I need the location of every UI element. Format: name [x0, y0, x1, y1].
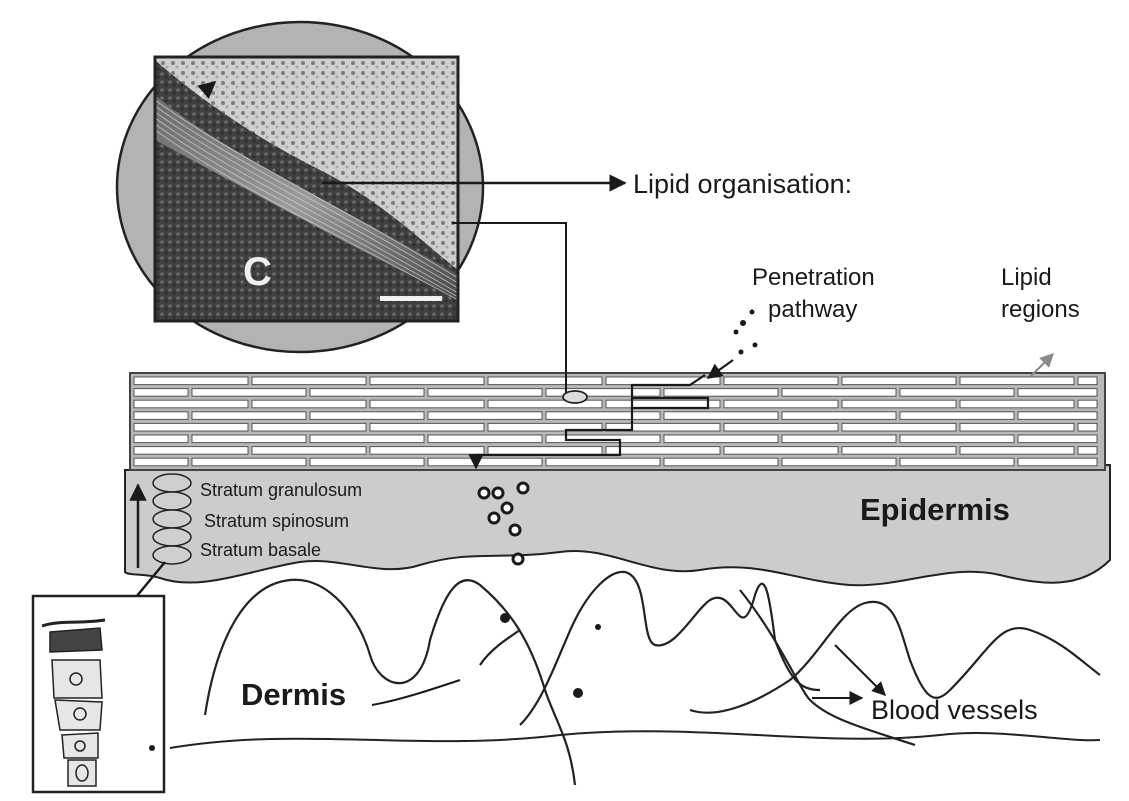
corneocyte-brick [428, 435, 542, 443]
corneocyte-brick [842, 423, 956, 431]
corneocyte-brick [664, 458, 778, 466]
penetration-pathway-label-line1: Penetration [752, 264, 875, 291]
cell-column-inset [33, 596, 164, 792]
corneocyte-brick [134, 400, 248, 408]
corneocyte-brick [192, 412, 306, 420]
corneocyte-brick [724, 423, 838, 431]
corneocyte-brick [1018, 435, 1097, 443]
corneocyte-brick [960, 447, 1074, 455]
corneocyte-brick [1078, 400, 1097, 408]
corneocyte-brick [488, 447, 602, 455]
corneocyte-brick [370, 447, 484, 455]
corneocyte-brick [428, 412, 542, 420]
corneocyte-brick [724, 377, 838, 385]
corneocyte-brick [546, 412, 660, 420]
corneocyte-brick [252, 400, 366, 408]
corneocyte-brick [606, 377, 720, 385]
penetration-pathway-label-line2: pathway [768, 296, 857, 323]
epidermis-label: Epidermis [860, 492, 1010, 527]
corneocyte-brick [724, 400, 838, 408]
corneocyte-brick [134, 435, 188, 443]
corneocyte-brick [842, 377, 956, 385]
corneocyte-brick [546, 458, 660, 466]
corneocyte-brick [664, 412, 778, 420]
dermis-label: Dermis [241, 677, 346, 712]
corneocyte-brick [782, 389, 896, 397]
micrograph-inset: C [117, 22, 483, 352]
corneocyte-brick [960, 377, 1074, 385]
corneocyte-brick [428, 389, 542, 397]
corneocyte-brick [900, 412, 1014, 420]
blood-vessels-label: Blood vessels [871, 695, 1038, 725]
corneocyte-brick [782, 412, 896, 420]
blood-vessels-pointer [812, 645, 885, 698]
corneocyte-brick [192, 458, 306, 466]
corneocyte-brick [134, 389, 188, 397]
corneocyte-brick [310, 389, 424, 397]
stratum-basale-label: Stratum basale [200, 540, 321, 560]
corneocyte-brick [1078, 423, 1097, 431]
corneocyte-brick [900, 458, 1014, 466]
corneocyte-brick [782, 458, 896, 466]
micrograph-panel-label: C [243, 250, 272, 294]
corneocyte-brick [370, 377, 484, 385]
corneocyte-brick [134, 458, 188, 466]
corneocyte-brick [782, 435, 896, 443]
corneocyte-brick [192, 435, 306, 443]
corneocyte-brick [428, 458, 542, 466]
corneocyte-brick [1018, 458, 1097, 466]
lipid-organisation-label: Lipid organisation: [633, 169, 852, 199]
dermis-label-pointer [372, 680, 460, 705]
corneocyte-brick [664, 389, 778, 397]
corneocyte-brick [842, 447, 956, 455]
corneocyte-brick [1018, 412, 1097, 420]
corneocyte-brick [664, 435, 778, 443]
corneocyte-brick [252, 377, 366, 385]
corneocyte-brick [252, 423, 366, 431]
corneocyte-brick [310, 412, 424, 420]
lipid-regions-label-line2: regions [1001, 296, 1080, 323]
stratum-spinosum-label: Stratum spinosum [204, 511, 349, 531]
corneocyte-brick [960, 423, 1074, 431]
corneocyte-brick [546, 435, 660, 443]
corneocyte-brick [370, 423, 484, 431]
corneocyte-brick [1078, 447, 1097, 455]
corneocyte-brick [134, 377, 248, 385]
corneocyte-brick [192, 389, 306, 397]
corneocyte-brick [900, 389, 1014, 397]
corneocyte-brick [310, 458, 424, 466]
corneocyte-brick [488, 377, 602, 385]
corneocyte-brick [252, 447, 366, 455]
corneocyte-brick [960, 400, 1074, 408]
corneocyte-brick [1018, 389, 1097, 397]
corneocyte-brick [134, 412, 188, 420]
lipid-regions-label-line1: Lipid [1001, 264, 1052, 291]
corneocyte-brick [724, 447, 838, 455]
stratum-granulosum-label: Stratum granulosum [200, 480, 362, 500]
corneocyte-brick [370, 400, 484, 408]
corneocyte-brick [310, 435, 424, 443]
corneocyte-brick [134, 447, 248, 455]
corneocyte-brick [1078, 377, 1097, 385]
corneocyte-brick [606, 400, 720, 408]
corneocyte-brick [842, 400, 956, 408]
corneocyte-brick [900, 435, 1014, 443]
corneocyte-brick [134, 423, 248, 431]
corneocyte-brick [606, 447, 720, 455]
